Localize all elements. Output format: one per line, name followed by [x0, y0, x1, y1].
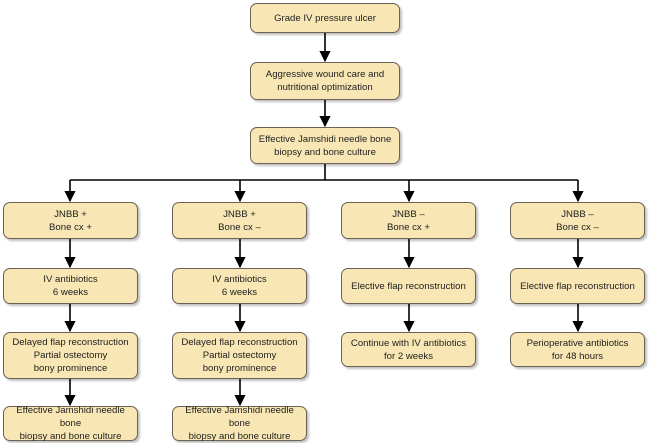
node-col3-step1: Elective flap reconstruction	[341, 268, 476, 304]
node-label: Effective Jamshidi needle bone biopsy an…	[258, 133, 392, 158]
node-label: Delayed flap reconstruction Partial oste…	[181, 337, 298, 374]
node-col4-step2: Perioperative antibiotics for 48 hours	[510, 332, 645, 367]
node-label: Continue with IV antibiotics for 2 weeks	[350, 337, 467, 362]
node-col1-step3: Effective Jamshidi needle bone biopsy an…	[3, 405, 138, 442]
node-col4-step1: Elective flap reconstruction	[510, 268, 645, 304]
node-label: JNBB – Bone cx +	[387, 208, 430, 233]
node-wound-care: Aggressive wound care and nutritional op…	[250, 62, 400, 100]
node-col1-step2: Delayed flap reconstruction Partial oste…	[3, 332, 138, 379]
node-col2-header: JNBB + Bone cx –	[172, 202, 307, 239]
node-grade-iv-ulcer: Grade IV pressure ulcer	[250, 3, 400, 33]
node-col1-step1: IV antibiotics 6 weeks	[3, 268, 138, 304]
node-label: Perioperative antibiotics for 48 hours	[526, 337, 629, 362]
node-label: Aggressive wound care and nutritional op…	[265, 69, 385, 93]
node-label: JNBB + Bone cx +	[49, 208, 92, 233]
node-label: Delayed flap reconstruction Partial oste…	[12, 337, 129, 374]
node-col3-header: JNBB – Bone cx +	[341, 202, 476, 239]
node-col4-header: JNBB – Bone cx –	[510, 202, 645, 239]
node-col2-step1: IV antibiotics 6 weeks	[172, 268, 307, 304]
node-label: Elective flap reconstruction	[351, 280, 466, 292]
node-label: IV antibiotics 6 weeks	[212, 274, 267, 298]
node-col1-header: JNBB + Bone cx +	[3, 202, 138, 239]
node-bone-biopsy: Effective Jamshidi needle bone biopsy an…	[250, 127, 400, 164]
node-label: IV antibiotics 6 weeks	[43, 274, 98, 298]
node-col3-step2: Continue with IV antibiotics for 2 weeks	[341, 332, 476, 367]
node-col2-step2: Delayed flap reconstruction Partial oste…	[172, 332, 307, 379]
node-label: Effective Jamshidi needle bone biopsy an…	[185, 405, 294, 442]
node-label: Elective flap reconstruction	[520, 280, 635, 292]
node-col2-step3: Effective Jamshidi needle bone biopsy an…	[172, 405, 307, 442]
node-label: Effective Jamshidi needle bone biopsy an…	[16, 405, 125, 442]
node-label: Grade IV pressure ulcer	[274, 12, 376, 24]
node-label: JNBB – Bone cx –	[556, 208, 599, 233]
node-label: JNBB + Bone cx –	[218, 208, 261, 233]
